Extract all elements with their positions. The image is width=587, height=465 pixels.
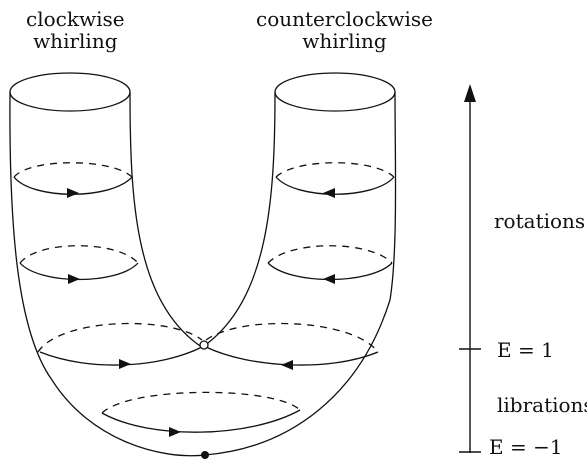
left-level-1-back xyxy=(13,162,133,178)
rotations-label: rotations xyxy=(494,209,586,233)
left-level-2-front xyxy=(19,262,139,281)
saddle-point xyxy=(199,340,209,350)
surface-inner-outline-right xyxy=(203,91,276,347)
right-level-1-back xyxy=(275,162,395,178)
left-tube-top-rim xyxy=(9,72,131,112)
separatrix-back xyxy=(37,322,203,353)
counterclockwise-label-line1: counterclockwise xyxy=(256,7,434,31)
flow-arrow-libration xyxy=(169,427,181,437)
counterclockwise-label-line2: whirling xyxy=(302,29,387,54)
counterclockwise-whirling-label: counterclockwise whirling xyxy=(256,8,433,53)
flow-arrow-left-1 xyxy=(67,188,79,198)
minimum-point xyxy=(201,451,209,459)
flow-arrow-left-2 xyxy=(68,274,80,284)
flow-arrow-right-2 xyxy=(323,274,335,284)
left-level-2-back xyxy=(19,245,139,264)
librations-label: librations xyxy=(497,393,587,417)
right-tube-top-rim xyxy=(274,72,396,112)
flow-arrow-separatrix-right xyxy=(281,360,293,370)
energy-axis-arrowhead xyxy=(464,84,476,102)
clockwise-label-line2: whirling xyxy=(33,29,118,54)
libration-front xyxy=(101,409,301,433)
surface-outer-outline xyxy=(9,91,397,457)
right-level-2-back xyxy=(267,245,393,264)
energy-one-label: E = 1 xyxy=(497,338,554,362)
clockwise-whirling-label: clockwise whirling xyxy=(26,8,125,53)
flow-arrow-separatrix xyxy=(119,359,131,369)
libration-back xyxy=(101,391,301,414)
separatrix-back-right xyxy=(205,322,379,353)
clockwise-label-line1: clockwise xyxy=(26,7,125,31)
surface-inner-outline-left xyxy=(129,91,201,347)
energy-minus-one-label: E = −1 xyxy=(489,435,563,459)
flow-arrow-right-1 xyxy=(323,188,335,198)
